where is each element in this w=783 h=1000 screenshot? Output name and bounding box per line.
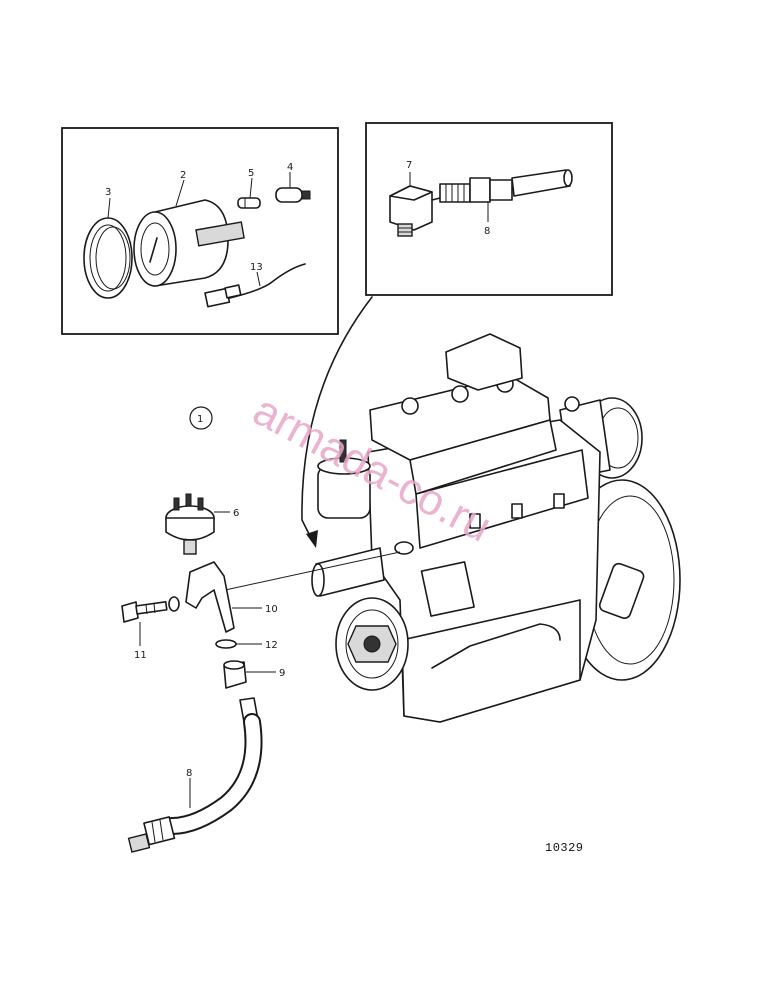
gauge-inset-leaders xyxy=(107,172,291,287)
o-ring xyxy=(215,639,237,649)
gauge-inset: 3 2 5 4 13 xyxy=(61,127,339,335)
inset-pointer-arrow xyxy=(301,296,373,541)
gauge-body xyxy=(133,199,245,287)
mounting-bracket xyxy=(185,561,235,633)
callout-5: 5 xyxy=(248,168,254,179)
hose-end-fitting xyxy=(439,169,573,203)
callout-10: 10 xyxy=(265,604,278,615)
callout-2: 2 xyxy=(180,170,186,181)
callout-6: 6 xyxy=(233,508,239,519)
bezel-ring xyxy=(83,217,133,299)
drawing-number: 10329 xyxy=(545,841,584,855)
callout-7: 7 xyxy=(406,160,412,171)
cable-connector xyxy=(204,263,306,308)
callout-12: 12 xyxy=(265,640,278,651)
bolt xyxy=(121,601,168,623)
nut xyxy=(223,660,247,689)
intake-tube xyxy=(311,547,385,597)
front-pulley xyxy=(335,597,409,691)
view-marker: 1 xyxy=(189,406,213,430)
lamp-socket xyxy=(275,187,311,203)
elbow-fitting xyxy=(389,185,441,237)
callout-8-hose: 8 xyxy=(186,768,192,779)
lifting-eye xyxy=(445,333,523,391)
pressure-sender xyxy=(165,493,215,555)
fitting-inset: 7 8 xyxy=(365,122,613,296)
oil-hose xyxy=(127,697,263,853)
callout-11: 11 xyxy=(134,650,147,661)
sender-assembly: 6 10 12 9 11 8 xyxy=(121,493,285,853)
callout-13: 13 xyxy=(250,262,263,273)
sensor-boss xyxy=(394,541,414,555)
callout-4: 4 xyxy=(287,162,293,173)
arrow-head xyxy=(306,530,318,548)
callout-3: 3 xyxy=(105,187,111,198)
oil-filter xyxy=(317,439,371,519)
oil-pan xyxy=(401,599,581,723)
bulb xyxy=(237,197,261,209)
washer xyxy=(168,596,180,612)
engine xyxy=(311,333,681,723)
callout-8-inset: 8 xyxy=(484,226,490,237)
callout-9: 9 xyxy=(279,668,285,679)
assembly-leader xyxy=(215,551,401,593)
callout-1: 1 xyxy=(197,414,203,425)
